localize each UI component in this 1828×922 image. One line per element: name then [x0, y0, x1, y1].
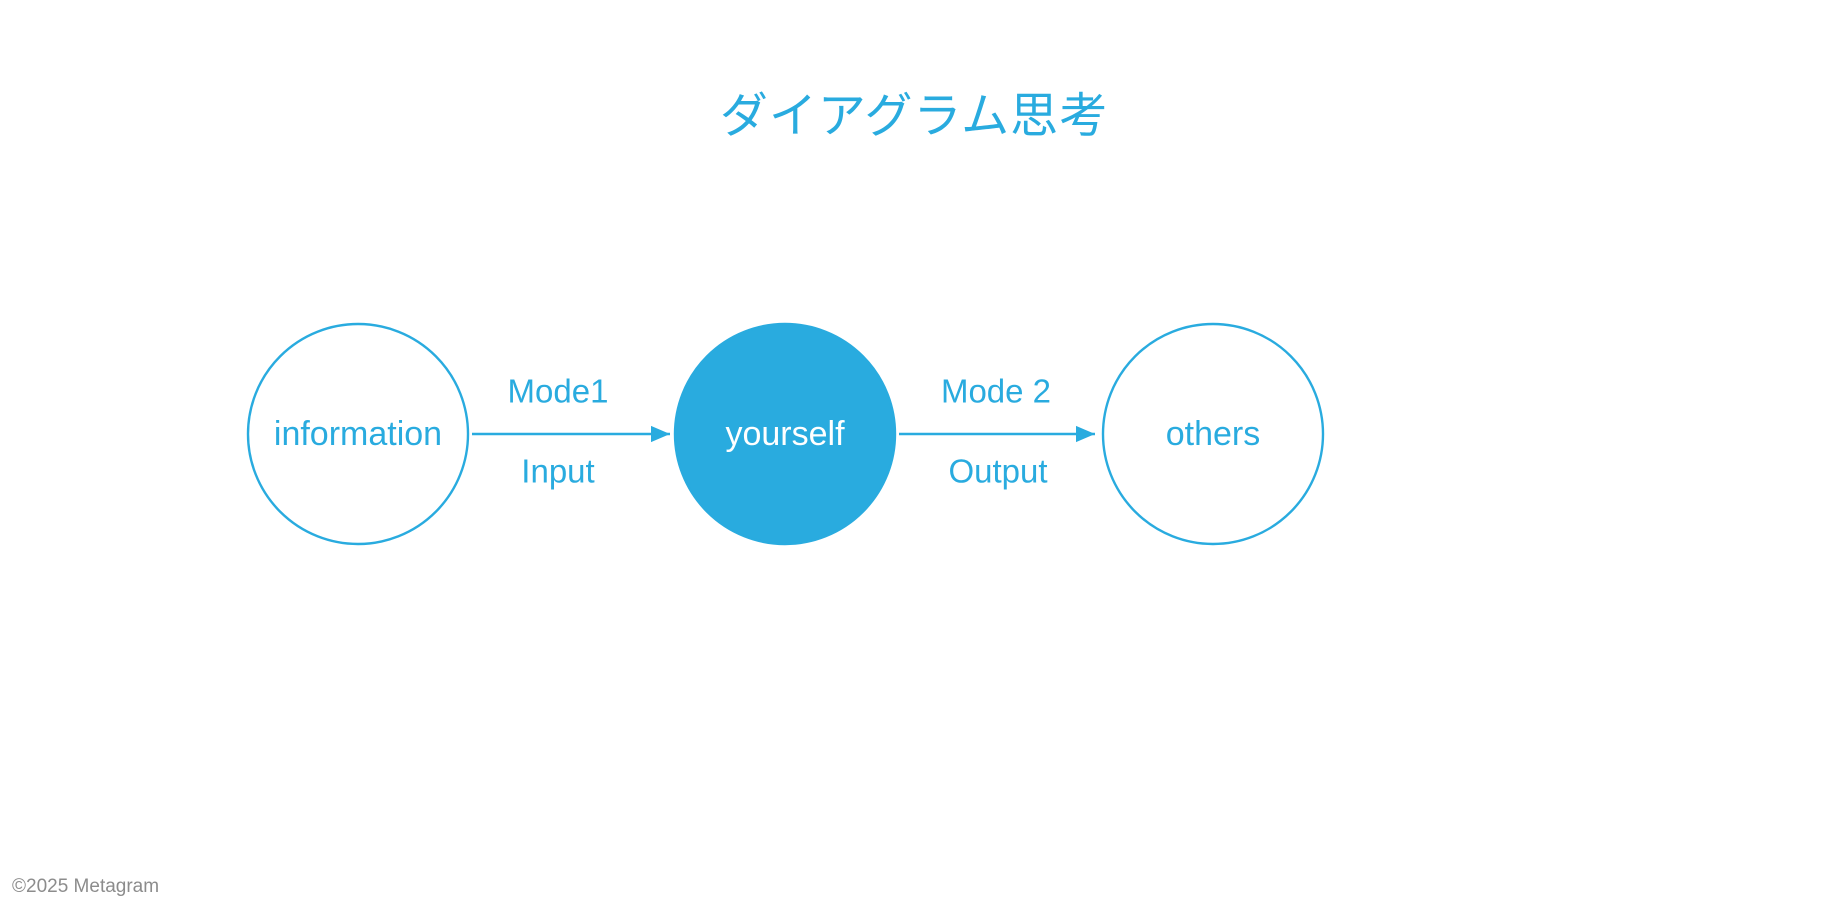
node-label-yourself: yourself — [725, 415, 845, 453]
edge-label-mode1: Mode1 — [507, 372, 609, 410]
edge-label-input: Input — [521, 452, 595, 490]
page-title: ダイアグラム思考 — [719, 90, 1109, 143]
node-circle-others[interactable] — [1101, 322, 1325, 546]
node-label-information: information — [273, 415, 443, 453]
copyright-footer: ©2025 Metagram — [12, 876, 160, 897]
node-label-others: others — [1165, 415, 1261, 453]
edge-label-mode2: Mode 2 — [940, 372, 1052, 410]
node-circle-yourself[interactable] — [673, 322, 897, 546]
node-circle-information[interactable] — [246, 322, 470, 546]
edge-label-output: Output — [948, 452, 1048, 490]
